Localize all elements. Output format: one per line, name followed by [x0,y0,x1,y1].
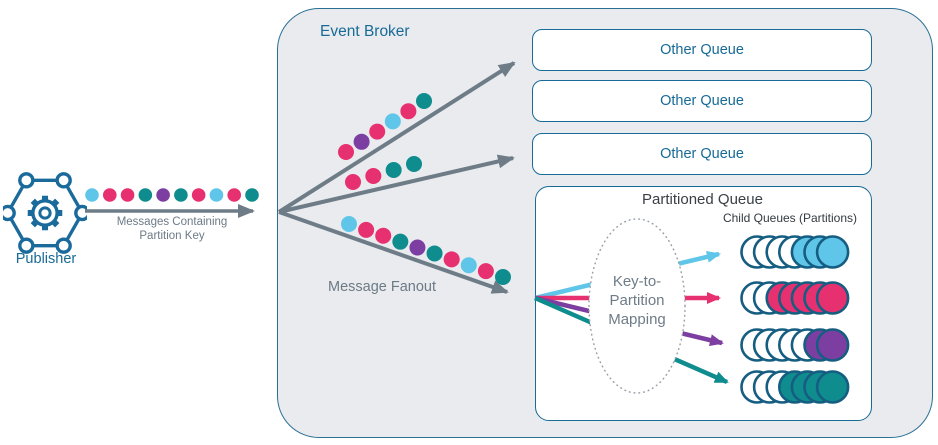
other-queue-label: Other Queue [660,42,744,58]
message-dot-cyan [209,188,224,202]
message-dot-teal [245,188,259,202]
child-queues-label: Child Queues (Partitions) [722,211,858,225]
message-fanout-label: Message Fanout [328,279,437,295]
messages-containing-partition-key-label: Messages Containing Partition Key [116,216,228,242]
message-dot-pink [191,188,206,202]
other-queue-box-2: Other Queue [532,80,872,122]
publisher-hexagon-gear-icon [3,172,87,254]
message-dot-pink [227,188,242,202]
message-dot-teal [138,188,153,202]
partitioned-queue-title: Partitioned Queue [642,191,763,208]
event-broker-title: Event Broker [320,23,410,40]
message-dot-purple [156,188,170,202]
other-queue-label: Other Queue [660,146,744,162]
message-dot-cyan [85,188,99,202]
other-queue-label: Other Queue [660,93,744,109]
message-dot-pink [102,188,117,202]
publisher-label: Publisher [15,251,77,267]
other-queue-box-1: Other Queue [532,29,872,71]
message-dot-teal [174,188,188,202]
key-to-partition-mapping-label: Key-to- Partition Mapping [608,273,666,328]
message-dot-pink [120,188,135,202]
other-queue-box-3: Other Queue [532,133,872,175]
